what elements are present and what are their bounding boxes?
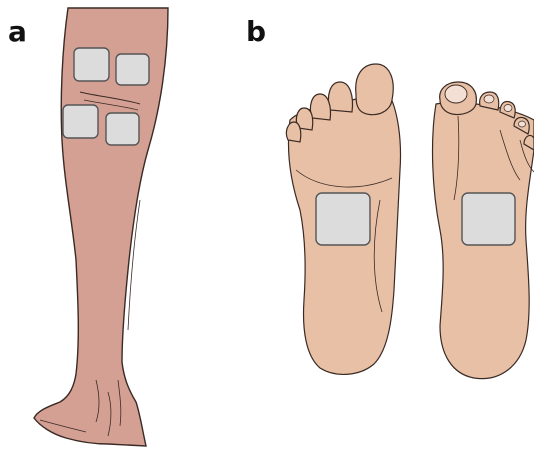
left-foot-sole bbox=[286, 64, 400, 374]
right-foot-top bbox=[433, 82, 534, 379]
right-big-toenail bbox=[445, 85, 467, 103]
right-toe-3-nail bbox=[504, 105, 512, 112]
leg-electrode-lower-left bbox=[63, 105, 98, 138]
left-big-toe bbox=[356, 64, 394, 115]
leg-electrode-upper-right bbox=[116, 54, 149, 85]
right-foot-electrode bbox=[462, 193, 515, 245]
left-toe-3 bbox=[310, 94, 330, 120]
leg-illustration bbox=[34, 8, 168, 446]
right-toe-4-nail bbox=[519, 121, 526, 127]
left-toe-2 bbox=[328, 82, 352, 112]
right-toe-2-nail bbox=[484, 95, 494, 103]
left-foot-electrode bbox=[316, 193, 370, 245]
left-toe-5 bbox=[286, 122, 300, 142]
leg-electrode-lower-right bbox=[106, 113, 139, 145]
leg-electrode-upper-left bbox=[74, 48, 109, 81]
